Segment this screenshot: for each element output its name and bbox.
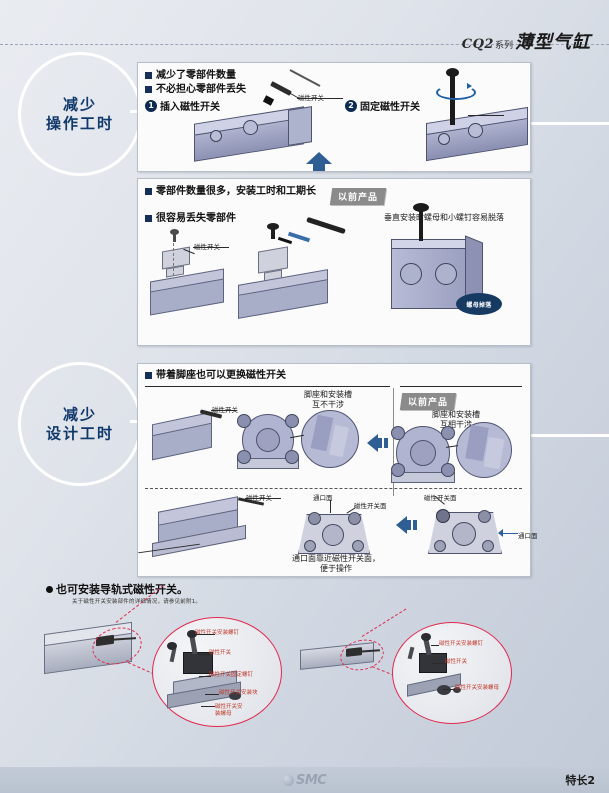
brand-logo: SMC bbox=[283, 773, 327, 788]
page-footer: SMC 特长2 bbox=[0, 767, 609, 793]
page-header: CQ2系列薄型气缸 bbox=[0, 30, 609, 60]
bullet-square-icon bbox=[145, 86, 152, 93]
detail-left-content: 磁性开关安装螺钉 磁性开关 磁性开关固定螺钉 磁性开关安装块 磁性开关安装螺母 bbox=[153, 618, 281, 726]
panel1-step-0-label: 插入磁性开关 bbox=[160, 102, 220, 113]
panel2-bubble-callout: 螺母掉落 bbox=[456, 293, 502, 315]
panel3-lower-right-callout-1: 通口面 bbox=[518, 532, 538, 540]
section-2-right-stub bbox=[523, 434, 609, 437]
panel1-step-1-label: 固定磁性开关 bbox=[360, 102, 420, 113]
header-title: CQ2系列薄型气缸 bbox=[462, 28, 591, 54]
section-1-title: 减少 操作工时 bbox=[21, 95, 139, 133]
panel1-step-0: 1 插入磁性开关 bbox=[145, 98, 220, 113]
detail-right-content: 磁性开关安装螺钉 磁性开关 磁性开关安装螺母 bbox=[393, 623, 511, 723]
bottom-title: 也可安装导轨式磁性开关。 bbox=[46, 581, 188, 597]
panel3-upper-left-callout: 磁性开关 bbox=[212, 406, 238, 414]
detail-left-label-0: 磁性开关安装螺钉 bbox=[195, 630, 240, 636]
panel3-old-badge-text: 以前产品 bbox=[408, 398, 449, 408]
section-2-title-line1: 减少 bbox=[62, 405, 97, 424]
bullet-square-icon bbox=[145, 188, 152, 195]
brand-name: SMC bbox=[296, 773, 327, 788]
panel2-bullet-1: 很容易丢失零部件 bbox=[145, 212, 236, 227]
panel1-bullet-1-text: 不必担心零部件丢失 bbox=[156, 84, 246, 95]
panel3-upper-left-note: 脚座和安装槽 互不干涉 bbox=[304, 390, 352, 410]
panel1-bullet-1: 不必担心零部件丢失 bbox=[145, 83, 246, 98]
detail-left-label-1: 磁性开关 bbox=[209, 650, 232, 656]
panel3-lower-left-callout-0: 磁性开关 bbox=[246, 494, 272, 502]
header-series-suffix: 系列 bbox=[494, 41, 513, 51]
panel1-callout-switch: 磁性开关 bbox=[298, 94, 324, 102]
page-label: 特长2 bbox=[565, 774, 595, 787]
bottom-title-text: 也可安装导轨式磁性开关。 bbox=[56, 583, 188, 596]
panel2-note: 垂直安装时螺母和小螺钉容易脱落 bbox=[384, 213, 504, 222]
panel2-bullet-0-text: 零部件数量很多，安装工时和工期长 bbox=[156, 186, 316, 197]
panel3-lower-right-callout-0: 磁性开关面 bbox=[424, 494, 457, 502]
section-1-title-line2: 操作工时 bbox=[45, 114, 114, 132]
step-number-2-icon: 2 bbox=[345, 99, 357, 112]
detail-circle-left: 磁性开关安装螺钉 磁性开关 磁性开关固定螺钉 磁性开关安装块 磁性开关安装螺母 bbox=[152, 617, 282, 727]
detail-left-label-2: 磁性开关固定螺钉 bbox=[209, 672, 254, 678]
panel2-bullet-1-text: 很容易丢失零部件 bbox=[156, 213, 236, 224]
detail-right-label-0: 磁性开关安装螺钉 bbox=[439, 641, 484, 647]
panel-old-product: 零部件数量很多，安装工时和工期长 很容易丢失零部件 以前产品 垂直安装时螺母和小… bbox=[137, 178, 531, 346]
bullet-square-icon bbox=[145, 372, 152, 379]
bottom-note: 关于磁性开关安装部件的详细情况，请参见前附1。 bbox=[72, 599, 202, 605]
panel3-lower-left-callout-2: 磁性开关面 bbox=[354, 502, 387, 510]
bullet-square-icon bbox=[145, 215, 152, 222]
panel-new-product: 减少了零部件数量 不必担心零部件丢失 1 插入磁性开关 2 固定磁性开关 bbox=[137, 62, 531, 172]
panel3-heading: 带着脚座也可以更换磁性开关 bbox=[145, 369, 286, 384]
panel-design-hours: 带着脚座也可以更换磁性开关 磁性开关 bbox=[137, 363, 538, 577]
smc-globe-icon bbox=[283, 775, 294, 786]
panel2-old-badge-text: 以前产品 bbox=[338, 193, 379, 203]
step-number-1-icon: 1 bbox=[145, 99, 157, 112]
detail-left-label-3: 磁性开关安装块 bbox=[219, 690, 258, 696]
detail-circle-right: 磁性开关安装螺钉 磁性开关 磁性开关安装螺母 bbox=[392, 622, 512, 724]
panel3-old-badge: 以前产品 bbox=[399, 390, 457, 410]
panel1-bullet-0: 减少了零部件数量 bbox=[145, 69, 236, 84]
header-product-name: 薄型气缸 bbox=[515, 32, 591, 53]
section-1-title-line1: 减少 bbox=[62, 95, 97, 114]
section-1-circle: 减少 操作工时 bbox=[18, 52, 142, 176]
panel2-bullet-0: 零部件数量很多，安装工时和工期长 bbox=[145, 185, 330, 200]
bullet-square-icon bbox=[145, 72, 152, 79]
panel1-step-1: 2 固定磁性开关 bbox=[345, 98, 420, 113]
panel2-old-badge: 以前产品 bbox=[329, 185, 387, 205]
panel3-lower-left-caption: 通口面靠近磁性开关面， 便于操作 bbox=[292, 554, 380, 574]
panel3-heading-text: 带着脚座也可以更换磁性开关 bbox=[156, 370, 286, 381]
section-2-circle: 减少 设计工时 bbox=[18, 362, 142, 486]
bullet-dot-icon bbox=[46, 585, 53, 593]
section-2-title: 减少 设计工时 bbox=[21, 405, 139, 443]
section-2-title-line2: 设计工时 bbox=[45, 424, 114, 442]
detail-left-label-4: 磁性开关安装螺母 bbox=[215, 704, 243, 717]
detail-right-label-2: 磁性开关安装螺母 bbox=[455, 685, 500, 691]
header-divider bbox=[0, 44, 609, 45]
header-model: CQ2 bbox=[461, 37, 494, 52]
panel3-upper-right-note: 脚座和安装槽 互相干涉 bbox=[432, 410, 480, 430]
panel1-bullet-0-text: 减少了零部件数量 bbox=[156, 70, 236, 81]
panel2-callout-switch: 磁性开关 bbox=[194, 243, 220, 251]
panel3-lower-left-callout-1: 通口面 bbox=[313, 494, 333, 502]
detail-right-label-1: 磁性开关 bbox=[445, 659, 468, 665]
section-1-right-stub bbox=[523, 122, 609, 125]
